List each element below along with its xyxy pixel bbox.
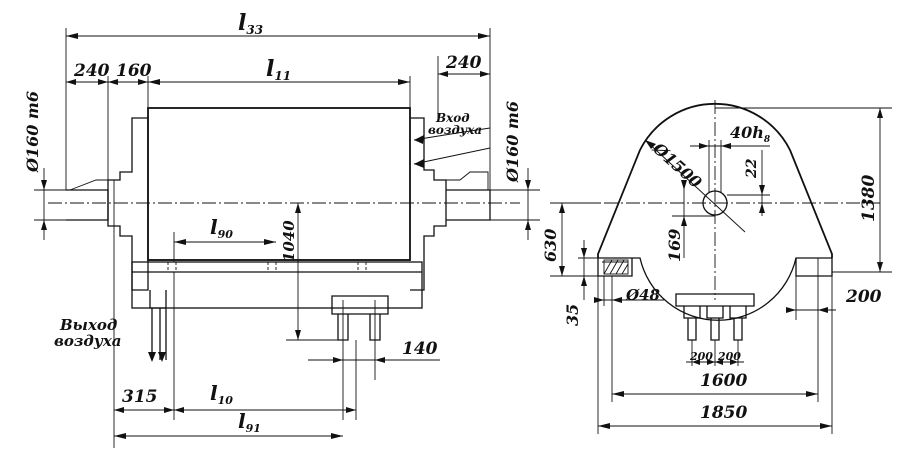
air-outlet-pipes [151,308,167,360]
air-inlet-label-1: Вход [435,111,470,125]
right-end-shield [410,117,447,291]
dim-1040: 1040 [280,220,298,262]
air-outlet-label-1: Выход [59,316,117,334]
side-view: Ø1500 40h8 22 1380 630 169 35 [541,100,892,434]
housing-outline [597,103,833,258]
dim-40h8: 40h8 [730,123,771,145]
base-frame [131,261,423,309]
dim-160: 160 [116,61,152,81]
dim-22: 22 [744,158,760,179]
dim-l33: l33 [238,10,263,37]
dim-630: 630 [541,229,560,262]
dim-l11: l11 [266,56,291,83]
left-shaft-key [69,179,108,191]
shaft-end-circle [702,190,728,216]
dim-1850: 1850 [700,403,747,423]
air-inlet-arrows [414,135,424,168]
dim-1600: 1600 [700,371,747,391]
dim-315: 315 [122,387,158,407]
base-bolt-holes [167,262,367,272]
motor-body [147,107,411,261]
dim-169: 169 [665,229,684,262]
left-end-shield [107,117,149,291]
side-terminal-box [675,293,755,307]
dim-200-b: 200 [717,350,741,363]
dim-200-a: 200 [689,350,713,363]
dim-35: 35 [563,304,582,326]
dim-l91: l91 [238,409,261,435]
right-shaft [446,189,491,221]
side-terminal-flanges [683,306,747,319]
terminal-glands [337,314,381,341]
foot-hatching [603,259,629,275]
housing-base-arc [598,257,832,321]
dim-140: 140 [402,339,438,359]
left-shaft [66,189,109,221]
dim-200-right: 200 [845,287,882,307]
dim-dia48: Ø48 [625,286,661,304]
side-terminal-glands [687,318,743,341]
right-foot-side [795,258,833,277]
dim-l10: l10 [210,381,233,407]
air-outlet-label-2: воздуха [54,332,122,350]
air-outlet-arrows [148,352,166,362]
air-inlet-line-2 [413,147,491,165]
front-view: l33 240 160 l11 240 Ø160 т6 Ø160 т6 Вход… [23,10,540,448]
dim-240-left: 240 [73,61,110,81]
left-foot-side [597,258,633,277]
dim-shaft-left: Ø160 т6 [23,91,42,173]
dim-shaft-right: Ø160 т6 [503,101,522,183]
air-inlet-label-2: воздуха [428,123,482,137]
dim-l90: l90 [210,215,233,241]
dim-1380: 1380 [859,175,879,222]
dim-240-right: 240 [445,53,482,73]
right-shaft-key [446,171,489,190]
terminal-box [331,295,389,315]
left-foot [149,290,167,309]
